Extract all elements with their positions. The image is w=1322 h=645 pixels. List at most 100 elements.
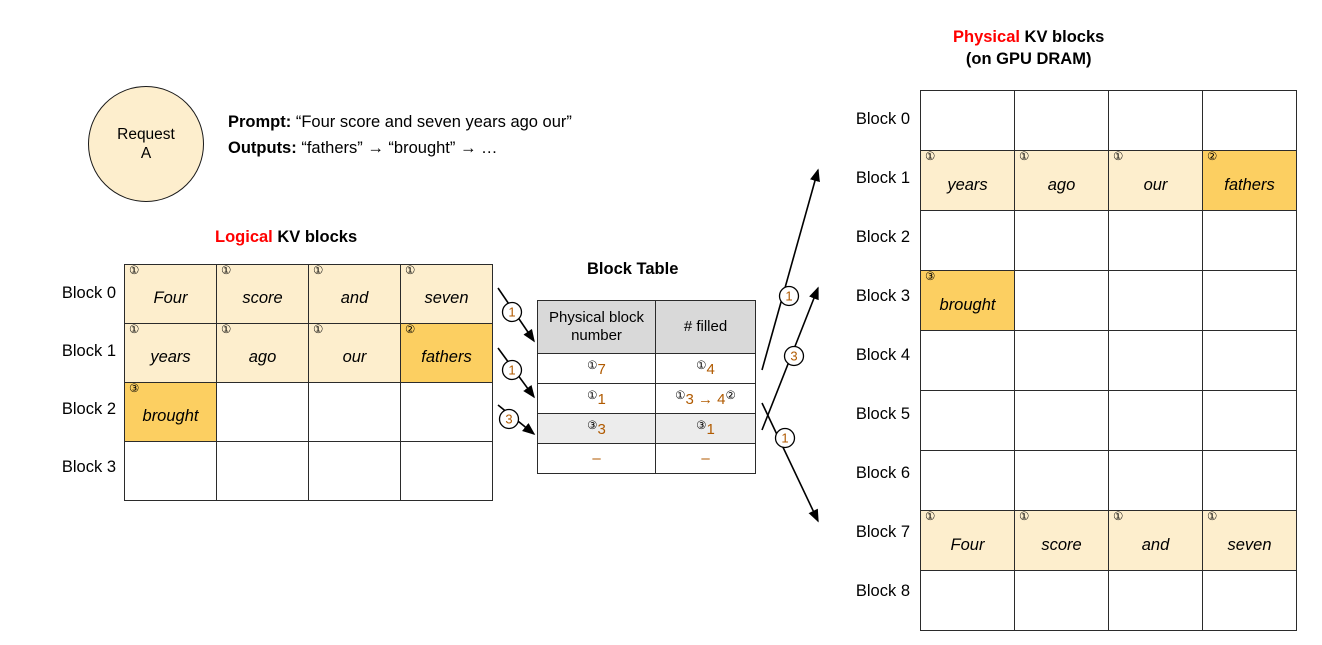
block-table-title: Block Table bbox=[587, 260, 679, 278]
logical-cell-2-1 bbox=[216, 382, 309, 442]
arrow-step-badge-icon bbox=[783, 345, 805, 367]
block-table-num-filled-0: ①4 bbox=[655, 353, 756, 384]
prompt-line: Prompt: “Four score and seven years ago … bbox=[228, 110, 572, 136]
request-label-line2: A bbox=[140, 145, 152, 162]
physical-number-value: 3 bbox=[597, 421, 606, 439]
logical-row-label-1: Block 1 bbox=[61, 341, 116, 360]
physical-row bbox=[920, 330, 1297, 391]
step-badge-icon: ① bbox=[1113, 151, 1124, 163]
step-badge-icon: ② bbox=[405, 324, 416, 336]
physical-cell-2-2 bbox=[1108, 210, 1203, 271]
step-badge-icon: ① bbox=[696, 360, 707, 373]
step-badge-icon: ③ bbox=[925, 271, 936, 283]
physical-row-label-1: Block 1 bbox=[855, 169, 910, 187]
physical-cell-4-0 bbox=[920, 330, 1015, 391]
physical-row-label-8: Block 8 bbox=[855, 582, 910, 600]
physical-kv-title: Physical KV blocks (on GPU DRAM) bbox=[953, 26, 1104, 71]
mapping-arrow-2 bbox=[497, 404, 536, 436]
token-text: score bbox=[242, 289, 283, 307]
physical-cell-5-2 bbox=[1108, 390, 1203, 451]
step-badge-icon: ① bbox=[221, 265, 232, 277]
step-badge-icon: ③ bbox=[587, 420, 598, 433]
arrow-step-label: 1 bbox=[508, 305, 515, 320]
logical-cell-3-0 bbox=[124, 441, 217, 501]
step-badge-icon: ① bbox=[1113, 511, 1124, 523]
arrow-step-badge-icon bbox=[501, 359, 523, 381]
logical-cell-3-1 bbox=[216, 441, 309, 501]
step-badge-icon: ③ bbox=[129, 383, 140, 395]
logical-row bbox=[124, 441, 493, 501]
token-text: and bbox=[1141, 535, 1170, 554]
physical-cell-2-3 bbox=[1202, 210, 1297, 271]
step-badge-icon: ① bbox=[313, 265, 324, 277]
logical-cell-2-2 bbox=[308, 382, 401, 442]
mapping-arrow-1 bbox=[497, 347, 535, 399]
block-table-physical-number-2: ③3 bbox=[537, 413, 656, 444]
arrow-step-badge-icon bbox=[498, 408, 520, 430]
logical-row-label-3: Block 3 bbox=[61, 457, 116, 476]
physical-row-label-4: Block 4 bbox=[855, 346, 910, 364]
request-details: Prompt: “Four score and seven years ago … bbox=[228, 110, 572, 161]
step-badge-icon: ② bbox=[1207, 151, 1218, 163]
physical-cell-3-2 bbox=[1108, 270, 1203, 331]
step-badge-icon: ① bbox=[675, 390, 686, 403]
header-num-filled: # filled bbox=[655, 300, 756, 354]
token-text: Four bbox=[950, 535, 985, 554]
physical-cell-0-3 bbox=[1202, 90, 1297, 151]
token-text: Four bbox=[153, 289, 188, 307]
physical-cell-8-0 bbox=[920, 570, 1015, 631]
mapping-arrow-0 bbox=[497, 287, 535, 343]
step-badge-icon: ② bbox=[725, 390, 736, 403]
token-text: fathers bbox=[421, 348, 472, 366]
block-table-num-filled-1: ①3 → 4② bbox=[655, 383, 756, 414]
physical-cell-0-1 bbox=[1014, 90, 1109, 151]
step-badge-icon: ① bbox=[587, 390, 598, 403]
mapping-arrow-3 bbox=[761, 168, 820, 371]
mapping-arrow-4 bbox=[761, 286, 819, 431]
step-badge-icon: ① bbox=[313, 324, 324, 336]
step-badge-icon: ① bbox=[1019, 151, 1030, 163]
step-badge-icon: ① bbox=[405, 265, 416, 277]
block-table-physical-number-3: – bbox=[537, 443, 656, 474]
physical-row bbox=[920, 390, 1297, 451]
header-physical-block-number: Physical block number bbox=[537, 300, 656, 354]
physical-row bbox=[920, 570, 1297, 631]
physical-number-value: 1 bbox=[597, 391, 606, 409]
physical-cell-8-1 bbox=[1014, 570, 1109, 631]
physical-title-sub: (on GPU DRAM) bbox=[965, 50, 1092, 69]
physical-cell-1-3: ② fathers bbox=[1202, 150, 1297, 211]
logical-cell-2-3 bbox=[400, 382, 493, 442]
arrow-step-label: 3 bbox=[505, 412, 512, 427]
physical-row bbox=[920, 450, 1297, 511]
physical-row-label-2: Block 2 bbox=[855, 228, 910, 246]
token-text: years bbox=[150, 348, 191, 366]
physical-cell-0-2 bbox=[1108, 90, 1203, 151]
physical-cell-3-1 bbox=[1014, 270, 1109, 331]
physical-title-rest: KV blocks bbox=[1019, 28, 1105, 46]
physical-row-label-5: Block 5 bbox=[855, 405, 910, 423]
token-text: brought bbox=[142, 407, 199, 425]
arrow-step-badge-icon bbox=[778, 285, 800, 307]
logical-row-label-0: Block 0 bbox=[61, 283, 116, 302]
physical-cell-6-0 bbox=[920, 450, 1015, 511]
physical-cell-5-1 bbox=[1014, 390, 1109, 451]
prompt-text: “Four score and seven years ago our” bbox=[295, 113, 572, 131]
physical-cell-2-0 bbox=[920, 210, 1015, 271]
token-text: fathers bbox=[1224, 175, 1275, 194]
arrow-step-badge-icon bbox=[501, 301, 523, 323]
logical-cell-0-1: ① score bbox=[216, 264, 309, 324]
physical-cell-5-3 bbox=[1202, 390, 1297, 451]
